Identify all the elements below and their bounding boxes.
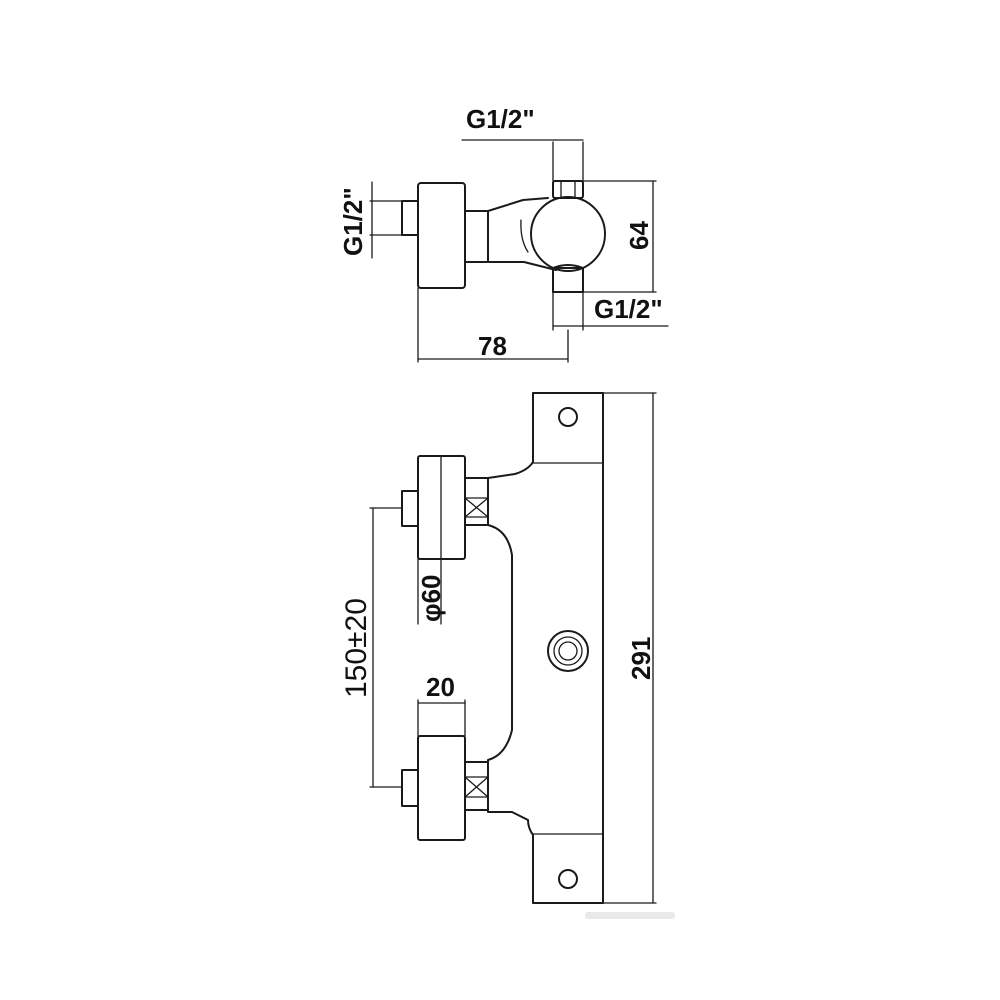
top-lower-outlet bbox=[552, 267, 584, 293]
front-outlet-inner bbox=[558, 641, 578, 661]
top-main-body-circle bbox=[530, 196, 606, 272]
front-lower-thread-stub bbox=[401, 769, 419, 807]
left-thread-label: G1/2" bbox=[338, 187, 368, 256]
length-dim-label: 291 bbox=[626, 637, 656, 680]
front-lower-nut-x2 bbox=[464, 776, 489, 798]
centers-dim-label: 150±20 bbox=[340, 598, 373, 698]
eccentric-dim-label: 20 bbox=[426, 672, 455, 702]
front-main-body bbox=[487, 392, 604, 904]
top-body-arm-lower bbox=[487, 261, 557, 271]
top-left-thread-stub bbox=[401, 200, 419, 236]
front-upper-mount-hole bbox=[558, 407, 578, 427]
height-dim-label: 64 bbox=[624, 221, 654, 250]
top-eccentric-neck bbox=[464, 210, 489, 263]
front-lower-mount-hole bbox=[558, 869, 578, 889]
front-upper-nut-x2 bbox=[464, 497, 489, 518]
front-lower-flange bbox=[417, 735, 466, 841]
top-body-arm-inner bbox=[520, 219, 529, 253]
front-view: 150±20 φ60 20 291 bbox=[340, 392, 657, 904]
top-body-arm bbox=[487, 197, 549, 212]
front-outlet-outer bbox=[547, 630, 589, 672]
top-wall-flange bbox=[417, 182, 466, 289]
front-lower-nut bbox=[464, 761, 489, 811]
diameter-dim-label: φ60 bbox=[416, 574, 446, 622]
depth-dim-label: 78 bbox=[478, 331, 507, 361]
bottom-thread-label: G1/2" bbox=[594, 294, 663, 324]
top-upper-outlet bbox=[552, 180, 584, 199]
watermark bbox=[585, 912, 675, 919]
top-view: G1/2" G1/2" 64 G1/2" 78 bbox=[338, 104, 669, 363]
front-upper-thread-stub bbox=[401, 490, 419, 527]
top-thread-label: G1/2" bbox=[466, 104, 535, 134]
front-outlet-mid bbox=[553, 636, 583, 666]
